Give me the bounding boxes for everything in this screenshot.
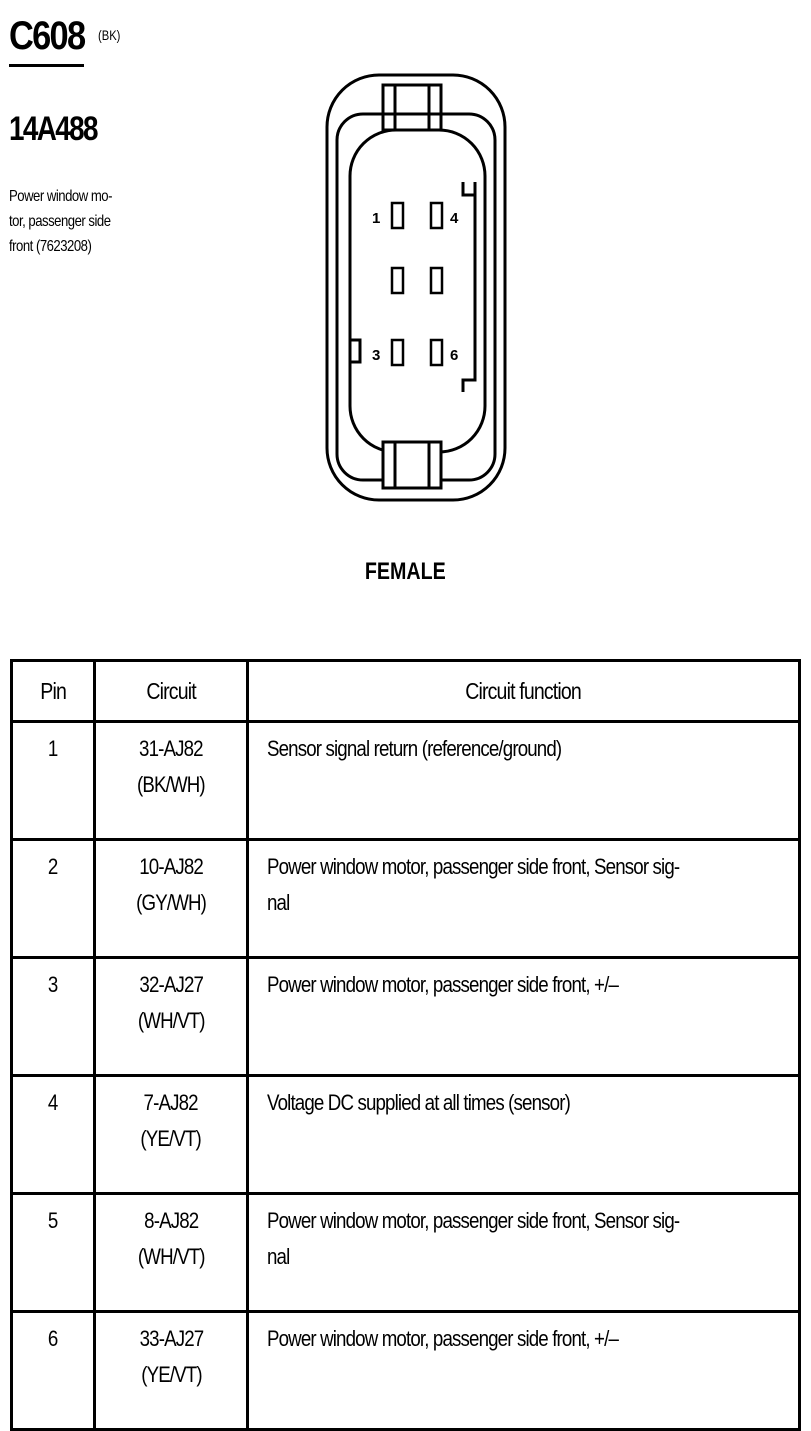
function-cell: Power window motor, passenger side front… [246,956,801,1077]
connector-description: Power window mo- tor, passenger side fro… [9,188,112,255]
pinout-table: Pin Circuit Circuit function 1 31-AJ82(B… [10,659,801,1431]
function-cell: Sensor signal return (reference/ground) [246,720,801,841]
connector-color: (BK) [98,27,121,43]
table-row: 3 32-AJ27(WH/VT) Power window motor, pas… [10,956,801,1077]
table-row: 5 8-AJ82(WH/VT) Power window motor, pass… [10,1192,801,1313]
circuit-cell: 10-AJ82(GY/WH) [93,838,249,959]
pin-label-6: 6 [450,347,458,364]
table-row: 6 33-AJ27(YE/VT) Power window motor, pas… [10,1310,801,1431]
function-cell: Voltage DC supplied at all times (sensor… [246,1074,801,1195]
table-row: 1 31-AJ82(BK/WH) Sensor signal return (r… [10,720,801,841]
pin-label-1: 1 [372,210,380,227]
pin-cavity-4 [429,201,444,230]
table-header-row: Pin Circuit Circuit function [10,659,801,723]
pin-cavity-2 [390,266,405,295]
top-latch [381,83,443,132]
right-keyway [461,182,477,392]
connector-id: C608 [9,14,86,58]
pin-cell: 4 [10,1074,96,1195]
pin-cavity-6 [429,338,444,367]
connector-inner-frame [335,112,497,482]
circuit-cell: 8-AJ82(WH/VT) [93,1192,249,1313]
left-keyway [350,338,362,364]
pin-cell: 3 [10,956,96,1077]
table-row: 4 7-AJ82(YE/VT) Voltage DC supplied at a… [10,1074,801,1195]
table-row: 2 10-AJ82(GY/WH) Power window motor, pas… [10,838,801,959]
pin-cavity-5 [429,266,444,295]
circuit-cell: 33-AJ27(YE/VT) [93,1310,249,1431]
pin-cavity-1 [390,201,405,230]
circuit-cell: 32-AJ27(WH/VT) [93,956,249,1077]
pin-cell: 6 [10,1310,96,1431]
header-circuit: Circuit [93,659,249,723]
circuit-cell: 31-AJ82(BK/WH) [93,720,249,841]
header-circuit-function: Circuit function [246,659,801,723]
connector-outer-shell [325,73,507,502]
bottom-latch [381,440,443,490]
function-cell: Power window motor, passenger side front… [246,1192,801,1313]
header-pin: Pin [10,659,96,723]
pin-cell: 1 [10,720,96,841]
pin-housing [348,128,487,454]
pin-cell: 2 [10,838,96,959]
function-cell: Power window motor, passenger side front… [246,1310,801,1431]
pin-cavity-3 [390,338,405,367]
pin-cell: 5 [10,1192,96,1313]
function-cell: Power window motor, passenger side front… [246,838,801,959]
connector-gender-label: FEMALE [365,558,446,585]
pin-label-4: 4 [450,210,459,227]
part-number: 14A488 [9,110,98,148]
title-rule [9,64,84,67]
circuit-cell: 7-AJ82(YE/VT) [93,1074,249,1195]
connector-face-diagram: 1 4 3 6 [325,73,507,502]
pin-label-3: 3 [372,347,380,364]
